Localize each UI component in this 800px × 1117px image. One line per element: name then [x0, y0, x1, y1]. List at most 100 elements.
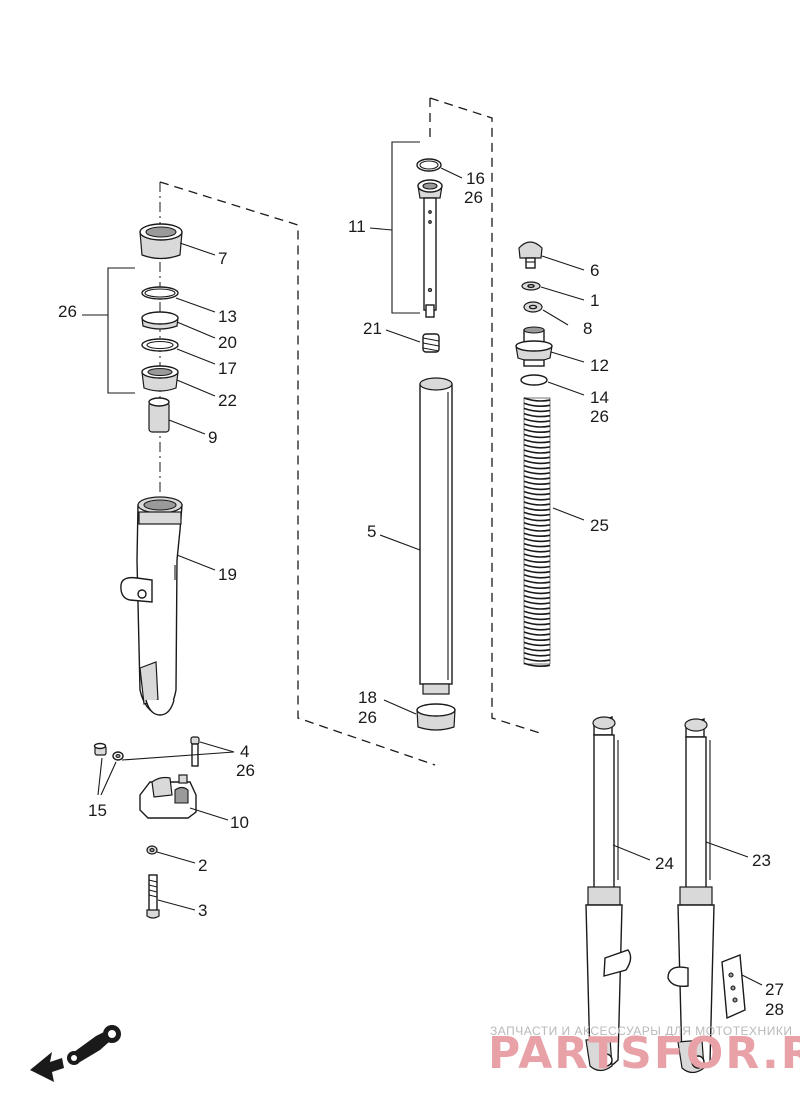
- spring-coil: [523, 584, 551, 590]
- part-17-ring: [141, 338, 179, 352]
- watermark-tagline: ЗАПЧАСТИ И АКСЕССУАРЫ ДЛЯ МОТОТЕХНИКИ: [490, 1024, 792, 1038]
- spring-coil: [523, 470, 551, 475]
- spring-coil: [523, 490, 551, 496]
- callout-16: 16: [466, 169, 485, 188]
- part-15-bolt-washer: [93, 742, 124, 761]
- spring-coil: [523, 600, 551, 605]
- assembly-outline-left: [159, 181, 436, 766]
- spring-coil: [523, 605, 551, 610]
- leader-lines: [82, 141, 763, 986]
- spring-coil: [523, 407, 551, 413]
- assembly-outline-middle: [429, 97, 541, 734]
- spring-coil: [523, 589, 551, 595]
- spring-coil: [523, 574, 551, 579]
- spring-coil: [523, 641, 551, 647]
- spring-coil: [523, 438, 551, 444]
- part-5-fork-tube: [419, 377, 453, 695]
- part-11-damper-tube: [417, 179, 443, 318]
- spring-coil: [523, 563, 551, 569]
- spring-coil: [523, 444, 551, 449]
- part-18-bushing: [416, 703, 456, 731]
- callout-8: 8: [583, 319, 592, 338]
- part-2-lockwasher: [146, 845, 158, 855]
- part-12-fork-cap: [515, 326, 553, 367]
- spring-coil: [523, 558, 551, 564]
- callout-28: 28: [765, 1000, 784, 1019]
- part-16-ring: [416, 158, 442, 172]
- spring-coil: [523, 636, 551, 642]
- spring-coil: [523, 397, 551, 402]
- callout-23: 23: [752, 851, 771, 870]
- callout-17: 17: [218, 359, 237, 378]
- spring-coil: [523, 433, 551, 439]
- part-22-bushing: [141, 365, 179, 392]
- callout-5: 5: [367, 522, 376, 541]
- spring-coil: [523, 449, 551, 454]
- spring-coil: [523, 480, 551, 486]
- callout-11: 11: [348, 217, 366, 236]
- callout-9: 9: [208, 428, 217, 447]
- part-4-screw: [190, 736, 200, 767]
- spring-coil: [523, 553, 551, 558]
- callout-25: 25: [590, 516, 609, 535]
- spring-coil: [523, 532, 551, 538]
- motorcycle-direction-icon: [30, 1025, 121, 1082]
- part-9-plug: [148, 397, 170, 433]
- spring-coil: [523, 537, 551, 543]
- callout-10: 10: [230, 813, 249, 832]
- spring-coil: [523, 542, 551, 548]
- part-3-bolt: [146, 874, 160, 919]
- spring-coil: [523, 428, 551, 434]
- spring-coil: [523, 485, 551, 491]
- spring-outline: [523, 397, 551, 665]
- spring-coil: [523, 516, 551, 522]
- spring-coil: [523, 501, 551, 506]
- callout-20: 20: [218, 333, 237, 352]
- part-8-washer: [523, 301, 543, 313]
- spring-coil: [523, 646, 551, 652]
- spring-coil: [523, 579, 551, 584]
- spring-coil: [523, 548, 551, 553]
- spring-coil: [523, 527, 551, 532]
- callout-26: 26: [58, 302, 77, 321]
- part-25-fork-spring: [523, 397, 551, 668]
- callout-4-26: 26: [236, 761, 255, 780]
- part-6-cap-bolt: [518, 241, 543, 269]
- callout-18: 18: [358, 688, 377, 707]
- callout-21: 21: [363, 319, 382, 338]
- part-13-retaining-ring: [141, 286, 179, 300]
- spring-coil: [523, 657, 551, 662]
- spring-coil: [523, 626, 551, 631]
- spring-coil: [523, 496, 551, 501]
- spring-coil: [523, 620, 551, 626]
- spring-coil: [523, 615, 551, 621]
- part-1-washer: [521, 281, 541, 291]
- callout-2: 2: [198, 856, 207, 875]
- part-21-spring: [422, 333, 440, 353]
- spring-coil: [523, 511, 551, 517]
- watermark: ЗАПЧАСТИ И АКСЕССУАРЫ ДЛЯ МОТОТЕХНИКИ PA…: [488, 1024, 800, 1079]
- callout-3: 3: [198, 901, 207, 920]
- spring-coil: [523, 652, 551, 657]
- part-24-fork-assembly: [585, 715, 632, 1072]
- spring-coil: [523, 464, 551, 470]
- spring-coil: [523, 610, 551, 616]
- spring-coil: [523, 459, 551, 465]
- callout-13: 13: [218, 307, 237, 326]
- part-20-washer: [141, 311, 179, 330]
- callout-numbers: 1 2 3 4 26 5 6 7 8 9 10 11 12 13 14 26 1…: [58, 169, 784, 1019]
- callout-22: 22: [218, 391, 237, 410]
- spring-coil: [523, 506, 551, 512]
- part-19-slider: [120, 496, 183, 716]
- spring-coil: [523, 423, 551, 428]
- callout-7: 7: [218, 249, 227, 268]
- callout-19: 19: [218, 565, 237, 584]
- spring-coil: [523, 662, 551, 668]
- callout-14-26: 26: [590, 407, 609, 426]
- spring-coil: [523, 594, 551, 600]
- callout-4: 4: [240, 742, 249, 761]
- part-23-fork-assembly: [667, 717, 715, 1074]
- spring-coil: [523, 522, 551, 527]
- spring-coil: [523, 454, 551, 460]
